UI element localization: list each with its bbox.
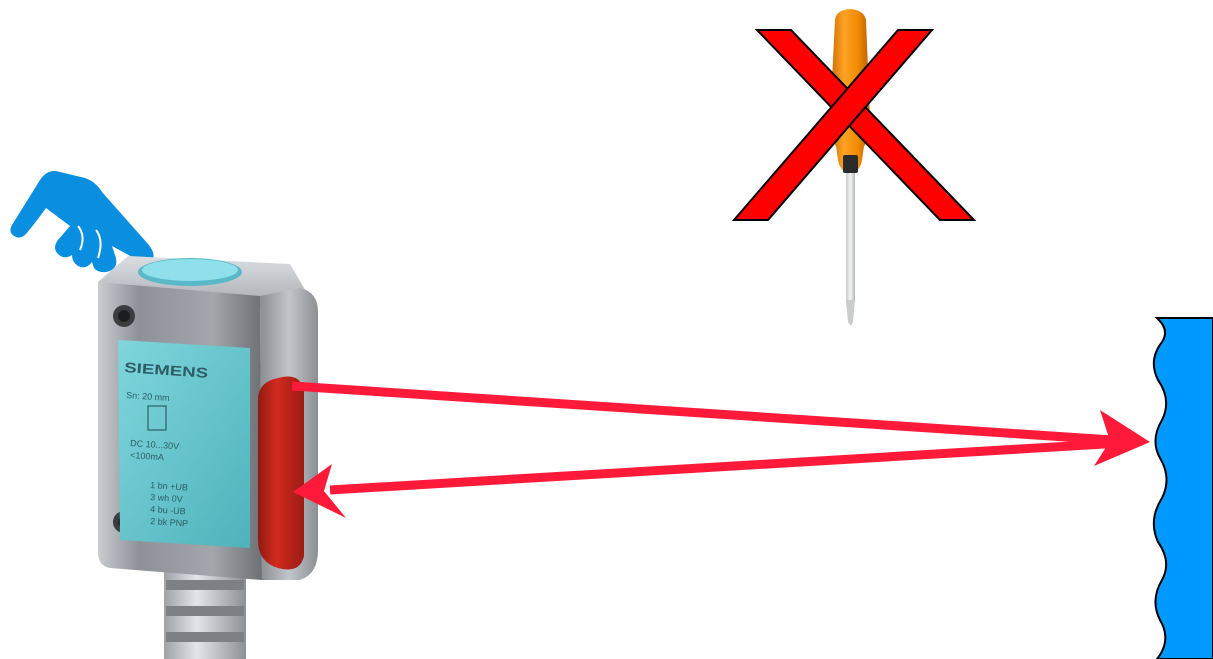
reflective-target-icon bbox=[1154, 318, 1213, 659]
screwdriver-icon bbox=[830, 9, 870, 326]
teach-button[interactable] bbox=[142, 259, 238, 281]
reflected-beam-arrow bbox=[293, 442, 1138, 518]
emitted-beam-arrow bbox=[292, 386, 1150, 466]
optical-sensor bbox=[98, 256, 318, 580]
sensor-lens bbox=[258, 377, 304, 570]
